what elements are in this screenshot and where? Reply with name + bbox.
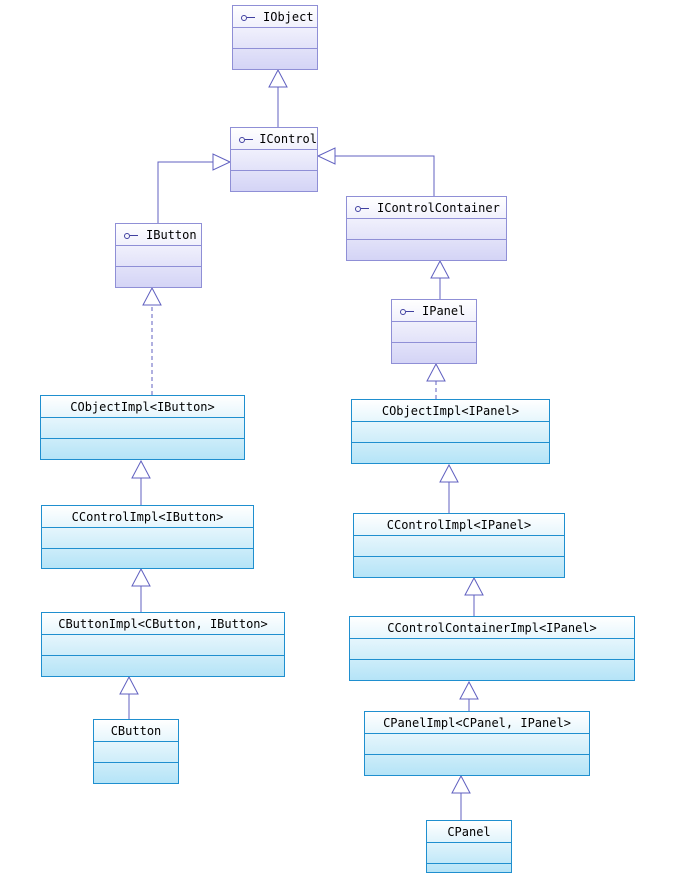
node-label: CPanel [427, 821, 511, 843]
class-ccontrolimpl-ipanel[interactable]: CControlImpl<IPanel> [353, 513, 565, 578]
attributes-compartment [94, 742, 178, 763]
node-label: IObject [263, 9, 314, 24]
operations-compartment [42, 549, 253, 570]
class-cpanel[interactable]: CPanel [426, 820, 512, 873]
node-label: CControlContainerImpl<IPanel> [350, 617, 634, 639]
arrowhead-ipanel-icontrolcontainer [430, 259, 450, 279]
node-label: CControlImpl<IPanel> [354, 514, 564, 536]
edge-ibutton-icontrol [157, 161, 213, 223]
class-cobjectimpl-ipanel[interactable]: CObjectImpl<IPanel> [351, 399, 550, 464]
arrowhead-cobjectimpl-ibutton [142, 286, 162, 306]
operations-compartment [233, 49, 317, 70]
arrowhead-ccontrolimpl-ibutton [131, 459, 151, 479]
arrowhead-icontrolcontainer-icontrol [316, 147, 336, 165]
interface-lollipop-icon [355, 204, 369, 212]
interface-icontrolcontainer[interactable]: IControlContainer [346, 196, 507, 261]
node-label: CPanelImpl<CPanel, IPanel> [365, 712, 589, 734]
node-label: CButtonImpl<CButton, IButton> [42, 613, 284, 635]
node-label: IControl [259, 131, 317, 146]
interface-iobject[interactable]: IObject [232, 5, 318, 70]
interface-ibutton[interactable]: IButton [115, 223, 202, 288]
attributes-compartment [42, 635, 284, 656]
operations-compartment [354, 557, 564, 578]
arrowhead-ccontrolimpl-ipanel [439, 463, 459, 483]
arrowhead-cpanelimpl [459, 680, 479, 700]
interface-lollipop-icon [124, 231, 138, 239]
operations-compartment [352, 443, 549, 464]
node-label: CObjectImpl<IPanel> [352, 400, 549, 422]
node-label: IControlContainer [377, 200, 500, 215]
attributes-compartment [350, 639, 634, 660]
attributes-compartment [365, 734, 589, 755]
interface-icontrol[interactable]: IControl [230, 127, 318, 192]
interface-lollipop-icon [239, 135, 254, 143]
edge-icontrolcontainer-icontrol [335, 155, 435, 196]
attributes-compartment [42, 528, 253, 549]
class-ccontrolcontainerimpl[interactable]: CControlContainerImpl<IPanel> [349, 616, 635, 681]
arrowhead-ccontrolcontainerimpl [464, 576, 484, 596]
interface-lollipop-icon [400, 307, 414, 315]
node-label: CObjectImpl<IButton> [41, 396, 244, 418]
arrowhead-cobjectimpl-ipanel [426, 362, 446, 382]
attributes-compartment [347, 219, 506, 240]
interface-lollipop-icon [241, 13, 255, 21]
node-label: IPanel [422, 303, 466, 318]
node-label: IButton [146, 227, 197, 242]
operations-compartment [392, 343, 476, 364]
operations-compartment [94, 763, 178, 784]
class-cobjectimpl-ibutton[interactable]: CObjectImpl<IButton> [40, 395, 245, 460]
attributes-compartment [352, 422, 549, 443]
operations-compartment [41, 439, 244, 460]
attributes-compartment [354, 536, 564, 557]
attributes-compartment [427, 843, 511, 864]
operations-compartment [347, 240, 506, 261]
attributes-compartment [231, 150, 317, 171]
node-label: CButton [94, 720, 178, 742]
arrowhead-cpanel [451, 774, 471, 794]
arrowhead-icontrol-iobject [268, 68, 288, 88]
node-label: CControlImpl<IButton> [42, 506, 253, 528]
class-cbutton[interactable]: CButton [93, 719, 179, 784]
class-ccontrolimpl-ibutton[interactable]: CControlImpl<IButton> [41, 505, 254, 569]
attributes-compartment [41, 418, 244, 439]
attributes-compartment [233, 28, 317, 49]
operations-compartment [427, 864, 511, 885]
operations-compartment [365, 755, 589, 776]
attributes-compartment [116, 246, 201, 267]
operations-compartment [116, 267, 201, 288]
arrowhead-ibutton-icontrol [212, 153, 232, 171]
operations-compartment [350, 660, 634, 681]
arrowhead-cbuttonimpl [131, 567, 151, 587]
attributes-compartment [392, 322, 476, 343]
arrowhead-cbutton [119, 675, 139, 695]
operations-compartment [231, 171, 317, 192]
class-cbuttonimpl[interactable]: CButtonImpl<CButton, IButton> [41, 612, 285, 677]
class-cpanelimpl[interactable]: CPanelImpl<CPanel, IPanel> [364, 711, 590, 776]
operations-compartment [42, 656, 284, 677]
interface-ipanel[interactable]: IPanel [391, 299, 477, 364]
